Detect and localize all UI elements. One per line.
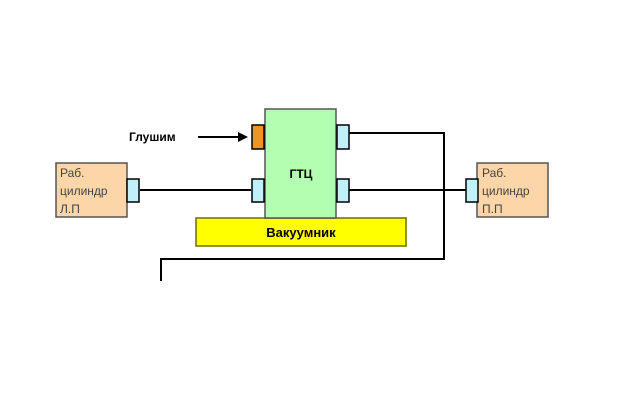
plug-port	[251, 124, 265, 150]
gtc-right-top-port	[336, 124, 350, 150]
master-cylinder	[264, 108, 337, 219]
vacuum-booster-label: Вакуумник	[266, 225, 336, 240]
left-cylinder-label: Раб. цилиндр Л.П	[60, 166, 111, 216]
left-cylinder-port	[126, 178, 140, 203]
right-cylinder-label: Раб. цилиндр П.П	[482, 166, 533, 216]
master-cylinder-label: ГТЦ	[290, 167, 313, 181]
gtc-right-bottom-port	[336, 178, 350, 203]
vacuum-booster	[195, 217, 407, 247]
plug-annotation-label: Глушим	[129, 130, 176, 144]
plug-arrow-icon	[198, 132, 248, 142]
gtc-left-port	[251, 178, 265, 203]
right-cylinder-port	[465, 178, 479, 203]
